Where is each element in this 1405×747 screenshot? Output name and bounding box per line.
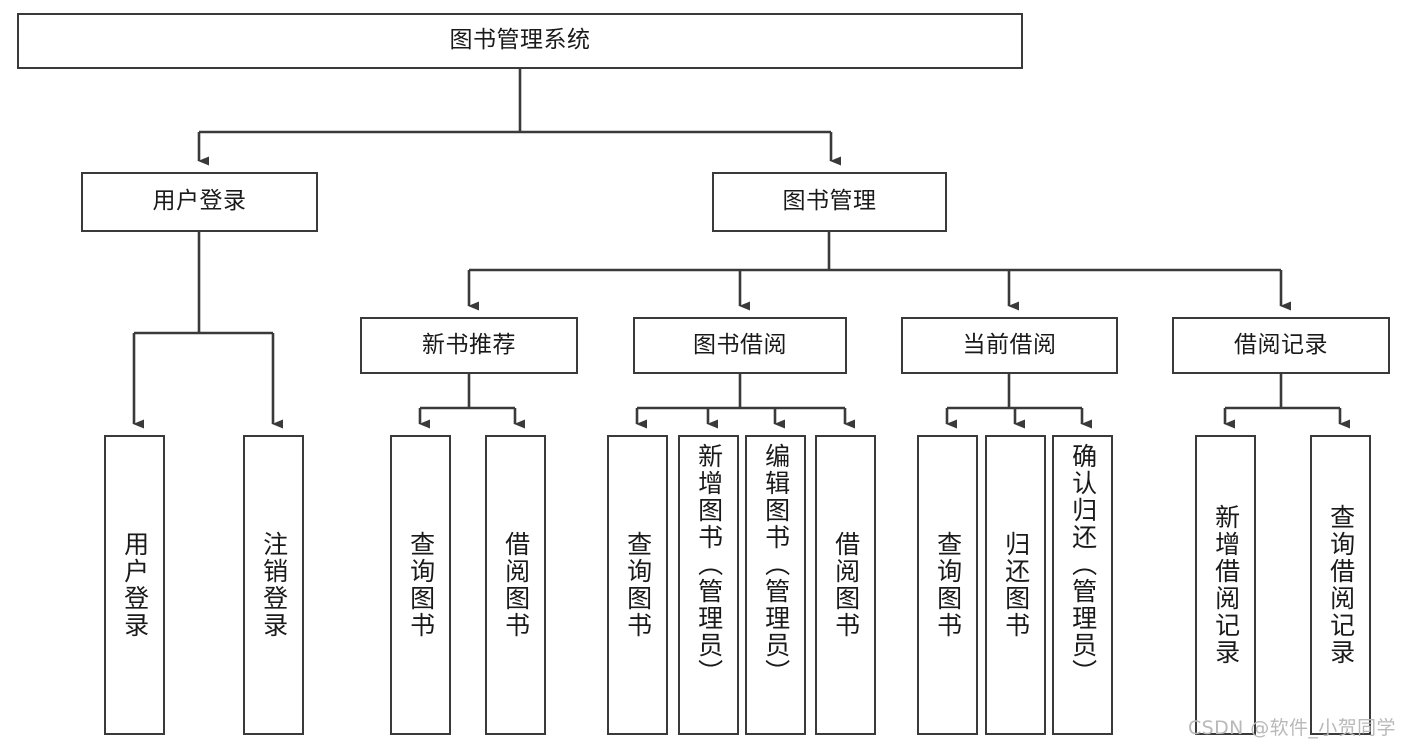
node-label: 注销登录 — [259, 531, 289, 639]
node-leaf-edit-book[interactable]: 编辑图书（管理员） — [745, 435, 806, 735]
node-leaf-query-borrow-record[interactable]: 查询借阅记录 — [1310, 435, 1371, 735]
node-leaf-borrow-book-2[interactable]: 借阅图书 — [815, 435, 876, 735]
node-root-system[interactable]: 图书管理系统 — [17, 13, 1023, 69]
node-label: 图书管理系统 — [449, 27, 591, 54]
node-leaf-query-book-3[interactable]: 查询图书 — [917, 435, 978, 735]
node-label: 借阅记录 — [1234, 331, 1328, 358]
node-label: 用户登录 — [152, 188, 247, 215]
node-leaf-add-book[interactable]: 新增图书（管理员） — [678, 435, 739, 735]
node-leaf-user-logout[interactable]: 注销登录 — [243, 435, 304, 735]
node-label: 查询图书 — [623, 531, 653, 639]
node-label: 新书推荐 — [422, 331, 516, 358]
node-leaf-add-borrow-record[interactable]: 新增借阅记录 — [1195, 435, 1256, 735]
node-new-book-recommend[interactable]: 新书推荐 — [360, 317, 578, 374]
node-leaf-query-book-2[interactable]: 查询图书 — [607, 435, 668, 735]
node-leaf-confirm-return[interactable]: 确认归还（管理员） — [1052, 435, 1113, 735]
node-label: 新增图书（管理员） — [694, 443, 724, 686]
node-label: 用户登录 — [120, 531, 150, 639]
node-label: 查询借阅记录 — [1326, 504, 1356, 666]
node-book-borrow[interactable]: 图书借阅 — [633, 317, 847, 374]
node-label: 归还图书 — [1001, 531, 1031, 639]
node-leaf-query-book-1[interactable]: 查询图书 — [390, 435, 451, 735]
node-leaf-return-book[interactable]: 归还图书 — [985, 435, 1046, 735]
node-label: 编辑图书（管理员） — [761, 443, 791, 686]
watermark-text: CSDN @软件_小贺同学 — [1188, 717, 1396, 739]
node-label: 借阅图书 — [501, 531, 531, 639]
node-current-borrow[interactable]: 当前借阅 — [901, 317, 1118, 374]
node-book-manage[interactable]: 图书管理 — [712, 172, 947, 232]
node-user-login[interactable]: 用户登录 — [81, 172, 318, 232]
node-label: 借阅图书 — [831, 531, 861, 639]
node-leaf-borrow-book-1[interactable]: 借阅图书 — [485, 435, 546, 735]
node-borrow-record[interactable]: 借阅记录 — [1172, 317, 1390, 374]
node-label: 查询图书 — [933, 531, 963, 639]
node-label: 查询图书 — [406, 531, 436, 639]
node-label: 新增借阅记录 — [1211, 504, 1241, 666]
node-leaf-user-login[interactable]: 用户登录 — [104, 435, 165, 735]
node-label: 图书管理 — [782, 188, 877, 215]
node-label: 确认归还（管理员） — [1068, 443, 1098, 686]
node-label: 图书借阅 — [693, 331, 787, 358]
node-label: 当前借阅 — [962, 331, 1057, 358]
